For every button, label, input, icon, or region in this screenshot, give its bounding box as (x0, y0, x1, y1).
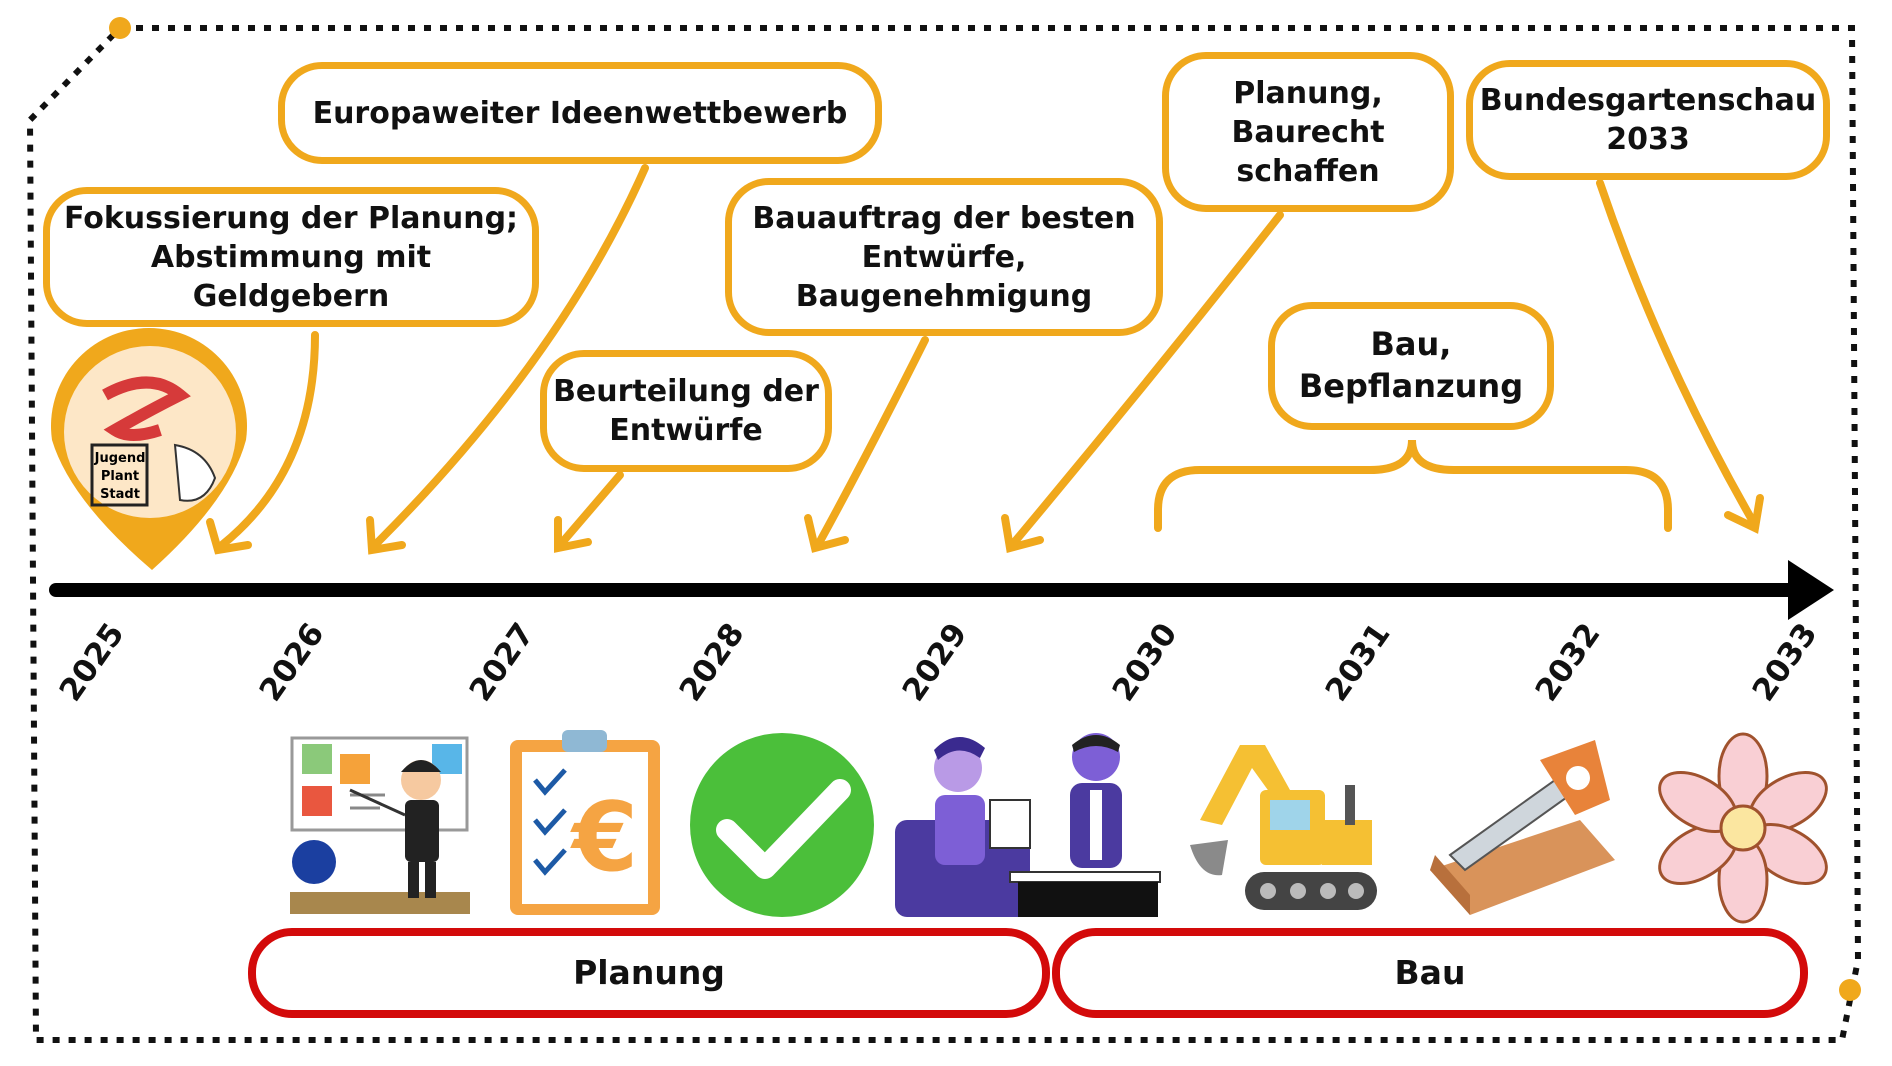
meeting-icon (895, 733, 1161, 917)
phase-bau-label: Bau (1394, 952, 1466, 992)
flower-icon (1658, 732, 1828, 924)
milestone-text-review: Beurteilung der Entwürfe (553, 374, 819, 448)
milestone-text-competition: Europaweiter Ideenwettbewerb (312, 95, 848, 131)
logo-frame (90, 443, 149, 507)
logo-line-3: Stadt (100, 487, 140, 502)
phase-bau: Bau (1052, 928, 1808, 1018)
arrow-m1-head (206, 518, 252, 555)
arrow-m7-head (1724, 494, 1764, 534)
phase-planung: Planung (248, 928, 1050, 1018)
milestone-box-bundesgartenschau: Bundesgartenschau 2033 (1466, 60, 1830, 180)
arrow-m7 (1596, 179, 1759, 529)
milestone-box-construction: Bau, Bepflanzung (1268, 302, 1554, 430)
milestone-text-bundesgartenschau: Bundesgartenschau 2033 (1479, 83, 1817, 157)
arrow-m4 (814, 336, 929, 549)
arrow-m4-head (804, 514, 849, 553)
arrow-m5-head (1001, 514, 1044, 553)
arrow-m5 (1008, 211, 1284, 549)
timeline-arrowhead (1788, 560, 1834, 620)
milestone-text-focus: Fokussierung der Planung; Abstimmung mit… (63, 200, 519, 314)
excavator-icon (1190, 745, 1377, 910)
milestone-box-focus: Fokussierung der Planung; Abstimmung mit… (43, 187, 539, 327)
budget-checklist-icon: € (510, 730, 660, 915)
arrow-m3-head (554, 516, 592, 553)
logo-line-2: Plant (101, 469, 139, 484)
phase-planung-label: Planung (573, 952, 725, 992)
milestone-box-contract: Bauauftrag der besten Entwürfe, Baugeneh… (725, 178, 1163, 336)
logo-path (102, 376, 191, 441)
logo-line-1: Jugend (94, 451, 146, 466)
checkmark-icon (690, 733, 874, 917)
milestone-text-contract: Bauauftrag der besten Entwürfe, Baugeneh… (752, 200, 1136, 314)
milestone-box-review: Beurteilung der Entwürfe (540, 350, 832, 472)
presentation-board-icon (290, 736, 470, 914)
svg-text:€: € (570, 783, 638, 893)
arrow-m2-head (366, 516, 406, 555)
milestone-box-competition: Europaweiter Ideenwettbewerb (278, 62, 882, 164)
arrow-m1 (218, 331, 319, 549)
saw-wood-icon (1430, 740, 1615, 915)
frame-dot-bottom (1839, 979, 1861, 1001)
arrow-m3 (556, 471, 624, 549)
bau-bracket (1154, 439, 1672, 532)
frame-dot-top (109, 17, 131, 39)
milestone-text-planning: Planung, Baurecht schaffen (1231, 75, 1385, 189)
logo-hand (173, 443, 217, 502)
milestone-box-planning: Planung, Baurecht schaffen (1162, 52, 1454, 212)
arrow-m2 (371, 164, 649, 549)
milestone-arrows (206, 164, 1764, 555)
dotted-frame (26, 25, 1862, 1043)
milestone-text-construction: Bau, Bepflanzung (1298, 325, 1524, 405)
